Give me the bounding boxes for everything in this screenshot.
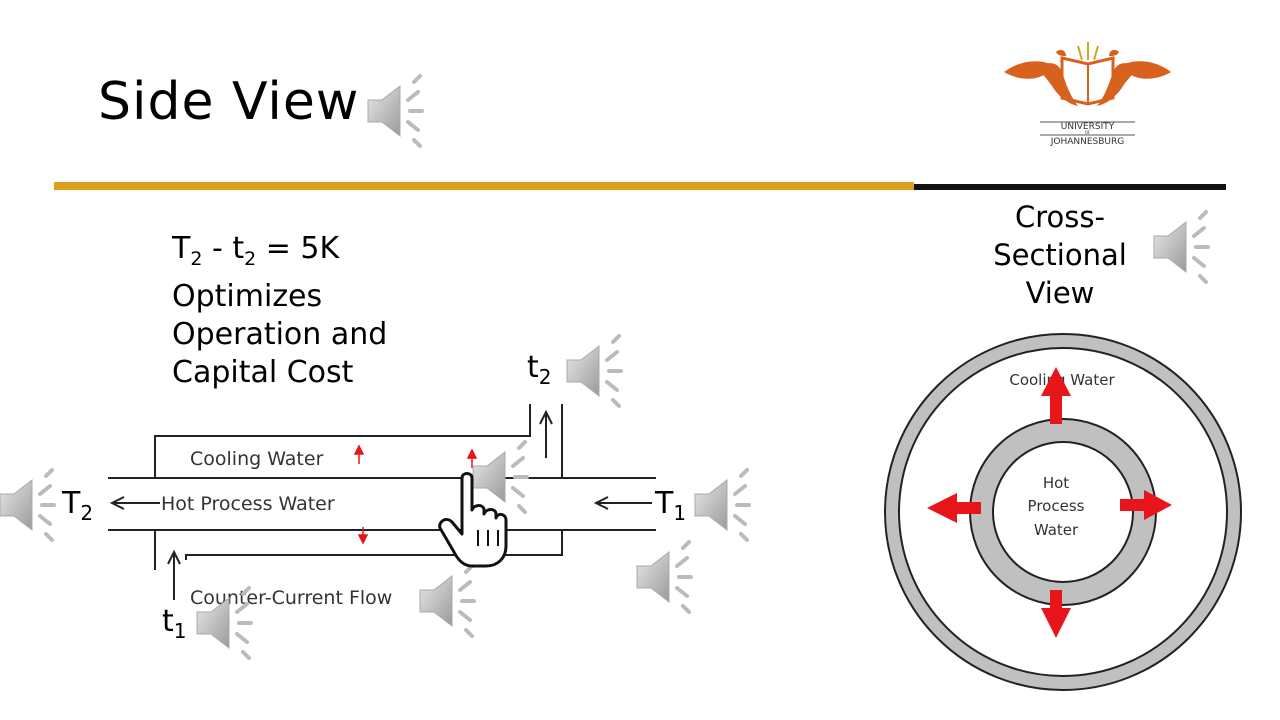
cross-hot-line: Hot <box>1043 474 1069 492</box>
cross-hot-line: Water <box>1034 521 1079 539</box>
speaker-icon[interactable] <box>0 468 56 542</box>
side-cooling-water-label: Cooling Water <box>190 448 324 470</box>
header-rule-gold <box>54 182 914 190</box>
red-arrow-icon <box>1041 367 1071 424</box>
cross-title-line: View <box>1025 276 1095 310</box>
label-T1: T1 <box>655 486 686 525</box>
cross-hot-line: Process <box>1028 497 1085 515</box>
label-t2-sub: 2 <box>538 365 552 389</box>
note-T: T <box>172 231 191 266</box>
header-rule-black <box>914 184 1226 190</box>
speaker-icon[interactable] <box>418 564 476 638</box>
note-line: Optimizes <box>172 279 323 314</box>
slide-title: Side View <box>98 72 360 132</box>
logo-line2: OF <box>1085 130 1091 135</box>
cross-section-title: Cross- Sectional View <box>975 198 1145 312</box>
cross-title-line: Cross- <box>1015 200 1105 234</box>
red-arrow-icon <box>927 493 981 523</box>
label-T2: T2 <box>62 486 93 525</box>
cross-section-rings <box>884 333 1242 691</box>
note-line: Operation and <box>172 317 388 352</box>
label-T1-sub: 1 <box>673 501 687 525</box>
label-T2-base: T <box>62 486 81 521</box>
speaker-icon[interactable] <box>565 334 623 408</box>
logo-line3: JOHANNESBURG <box>1050 137 1125 147</box>
speaker-icon[interactable] <box>693 468 751 542</box>
speaker-icon[interactable] <box>471 440 529 514</box>
label-T2-sub: 2 <box>80 501 94 525</box>
note-mid: - t <box>202 231 245 266</box>
label-t1: t1 <box>162 604 187 643</box>
side-hot-process-label: Hot Process Water <box>161 493 335 515</box>
note-sub2: 2 <box>244 248 257 270</box>
speaker-icon[interactable] <box>635 540 693 614</box>
cross-title-line: Sectional <box>993 238 1127 272</box>
speaker-icon[interactable] <box>1152 210 1210 284</box>
label-t1-sub: 1 <box>173 619 187 643</box>
label-t1-base: t <box>162 604 174 639</box>
side-counter-current-label: Counter-Current Flow <box>190 587 392 609</box>
speaker-icon[interactable] <box>366 74 424 148</box>
note-end: = 5K <box>256 231 340 266</box>
note-line: Capital Cost <box>172 355 354 390</box>
note-sub1: 2 <box>190 248 203 270</box>
red-arrow-icon <box>1041 590 1071 638</box>
label-T1-base: T <box>655 486 674 521</box>
red-arrow-icon <box>1120 490 1172 520</box>
temperature-note: T2 - t2 = 5K Optimizes Operation and Cap… <box>172 230 387 392</box>
university-logo: UNIVERSITY OF JOHANNESBURG <box>1000 38 1175 150</box>
hand-pointer-icon <box>438 472 508 568</box>
label-t2: t2 <box>527 350 552 389</box>
logo-line1: UNIVERSITY <box>1061 122 1115 132</box>
label-t2-base: t <box>527 350 539 385</box>
